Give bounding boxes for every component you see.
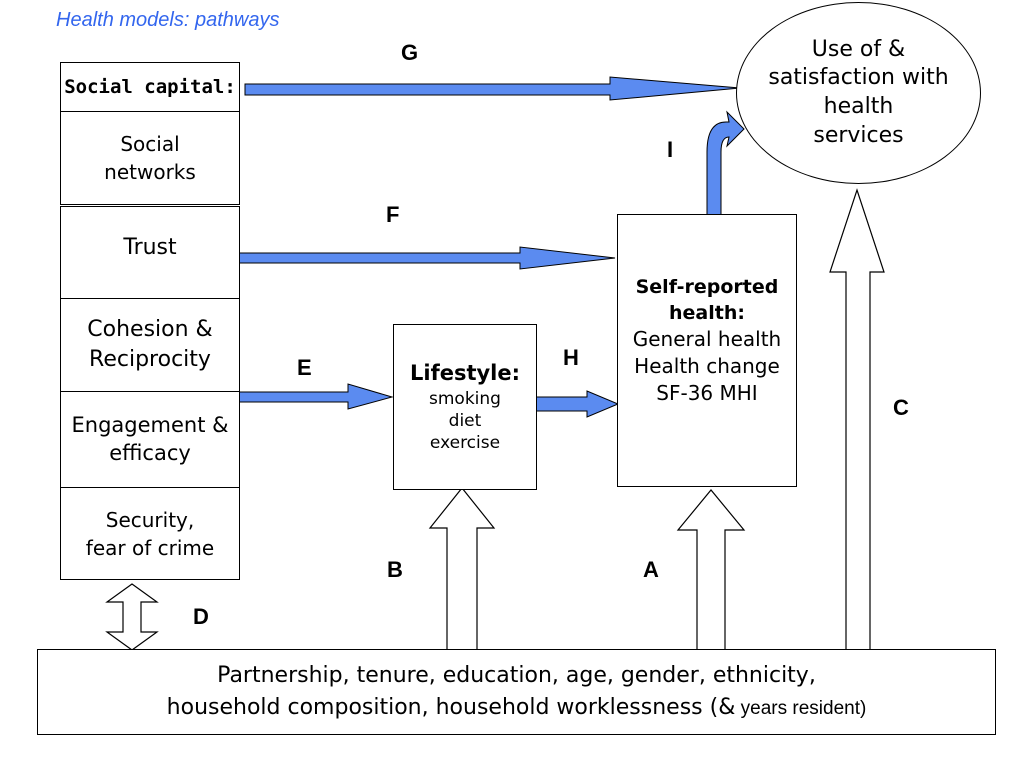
arrow-c — [829, 188, 885, 651]
pathway-label-g: G — [401, 40, 419, 65]
cohesion-box: Cohesion & Reciprocity — [60, 298, 240, 392]
trust-box: Trust — [60, 206, 240, 299]
arrow-i — [706, 110, 745, 216]
self-reported-item-change: Health change — [634, 354, 780, 379]
pathway-label-c: C — [893, 395, 909, 420]
arrow-h — [535, 390, 620, 418]
social-capital-header-box: Social capital: — [60, 62, 240, 112]
self-reported-item-general: General health — [632, 327, 782, 352]
pathway-label-b: B — [387, 557, 403, 582]
engagement-line1: Engagement & — [71, 413, 229, 438]
services-line3: health — [823, 94, 894, 119]
lifestyle-header: Lifestyle: — [409, 361, 521, 386]
lifestyle-item-diet: diet — [448, 410, 482, 431]
social-networks-line2: networks — [104, 160, 196, 184]
arrow-f — [237, 246, 616, 270]
lifestyle-item-smoking: smoking — [429, 388, 501, 409]
pathway-label-a: A — [643, 557, 659, 582]
pathway-label-h: H — [563, 345, 579, 370]
lifestyle-box: Lifestyle: smoking diet exercise — [393, 324, 537, 490]
security-box: Security, fear of crime — [60, 487, 240, 580]
demographics-line1: Partnership, tenure, education, age, gen… — [217, 663, 816, 689]
arrow-b — [428, 487, 496, 651]
arrow-g — [244, 76, 741, 101]
social-networks-box: Social networks — [60, 111, 240, 205]
self-reported-header-line2: health: — [669, 301, 745, 324]
security-line2: fear of crime — [85, 535, 215, 560]
arrow-d — [105, 583, 159, 651]
demographics-line2-tail: years resident) — [735, 698, 867, 719]
pathway-label-e: E — [297, 355, 312, 380]
page-title: Health models: pathways — [56, 9, 280, 31]
arrow-e — [237, 383, 394, 410]
self-reported-item-sf36: SF-36 MHI — [656, 381, 758, 406]
arrow-a — [676, 489, 746, 651]
pathway-label-f: F — [386, 202, 400, 227]
social-capital-header: Social capital: — [64, 75, 236, 98]
pathway-label-d: D — [193, 604, 209, 629]
trust-label: Trust — [123, 234, 177, 260]
engagement-line2: efficacy — [109, 440, 191, 465]
self-reported-header-line1: Self-reported — [635, 276, 779, 298]
services-line1: Use of & — [811, 36, 906, 62]
self-reported-health-box: Self-reported health: General health Hea… — [617, 214, 797, 487]
pathway-label-i: I — [667, 137, 674, 162]
lifestyle-item-exercise: exercise — [429, 432, 501, 453]
services-line4: services — [813, 122, 904, 148]
demographics-line2-main: household composition, household workles… — [166, 695, 736, 720]
demographics-line2: household composition, household workles… — [167, 692, 867, 724]
health-services-ellipse: Use of & satisfaction with health servic… — [736, 2, 981, 184]
cohesion-line1: Cohesion & — [87, 317, 213, 343]
engagement-box: Engagement & efficacy — [60, 391, 240, 488]
cohesion-line2: Reciprocity — [89, 347, 211, 372]
social-networks-line1: Social — [120, 132, 180, 156]
security-line1: Security, — [105, 507, 195, 532]
services-line2: satisfaction with — [768, 65, 949, 91]
demographics-box: Partnership, tenure, education, age, gen… — [37, 649, 996, 735]
